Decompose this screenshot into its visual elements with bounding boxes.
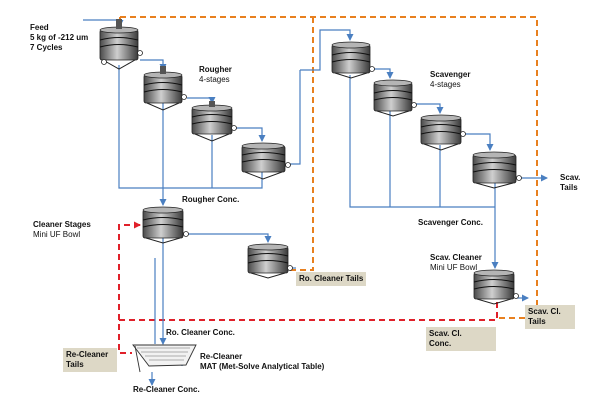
re-cleaner-tails-label-1: Re-Cleaner [66, 350, 109, 359]
re-cleaner-subtitle: MAT (Met-Solve Analytical Table) [200, 362, 325, 371]
cleaner-cell [142, 206, 189, 244]
scavenger-cell-4 [472, 151, 522, 189]
feed-title: Feed [30, 23, 49, 32]
scavenger-cell-1 [331, 41, 375, 79]
ro-cleaner-conc-label: Ro. Cleaner Conc. [166, 328, 235, 337]
scav-tails-label-1: Scav. [560, 173, 581, 182]
scav-cleaner-cell [473, 269, 519, 305]
scav-cl-tails-label-2: Tails [528, 317, 546, 326]
scav-tails-label-2: Tails [560, 183, 578, 192]
scav-cl-conc-label-2: Conc. [429, 339, 452, 348]
scavenger-title: Scavenger [430, 70, 471, 79]
re-cleaner-tails-label-2: Tails [66, 360, 84, 369]
red-recycle-loop [118, 221, 498, 354]
scavenger-cell-3 [420, 114, 466, 151]
scavenger-cell-2 [373, 79, 417, 117]
scavenger-conc-label: Scavenger Conc. [418, 218, 483, 227]
rougher-cell-1 [99, 19, 143, 70]
scav-cleaner-subtitle: Mini UF Bowl [430, 263, 478, 272]
ro-cleaner-tails-box: Ro. Cleaner Tails [296, 272, 367, 286]
re-cleaner-tails-box: Re-Cleaner Tails [63, 348, 117, 372]
ro-cleaner-cell [247, 243, 293, 279]
rougher-conc-label: Rougher Conc. [182, 195, 240, 204]
re-cleaner-title: Re-Cleaner [200, 352, 243, 361]
scav-cl-conc-box: Scav. Cl. Conc. [426, 327, 496, 351]
scavenger-stages: 4-stages [430, 80, 461, 89]
scav-cl-tails-label-1: Scav. Cl. [528, 307, 561, 316]
ro-cleaner-tails-label: Ro. Cleaner Tails [299, 274, 364, 283]
rougher-stages: 4-stages [199, 75, 230, 84]
mat-table [132, 344, 197, 373]
cleaner-title: Cleaner Stages [33, 220, 91, 229]
rougher-cell-3 [191, 101, 237, 142]
rougher-cell-4 [241, 142, 291, 180]
scav-cl-tails-box: Scav. Cl. Tails [525, 305, 575, 329]
scav-cl-conc-label-1: Scav. Cl. [429, 329, 462, 338]
scav-cleaner-title: Scav. Cleaner [430, 253, 482, 262]
rougher-title: Rougher [199, 65, 232, 74]
feed-cycles: 7 Cycles [30, 43, 63, 52]
cleaner-subtitle: Mini UF Bowl [33, 230, 81, 239]
re-cleaner-conc-label: Re-Cleaner Conc. [133, 385, 200, 394]
rougher-cell-2 [143, 66, 187, 111]
feed-size: 5 kg of -212 um [30, 33, 89, 42]
